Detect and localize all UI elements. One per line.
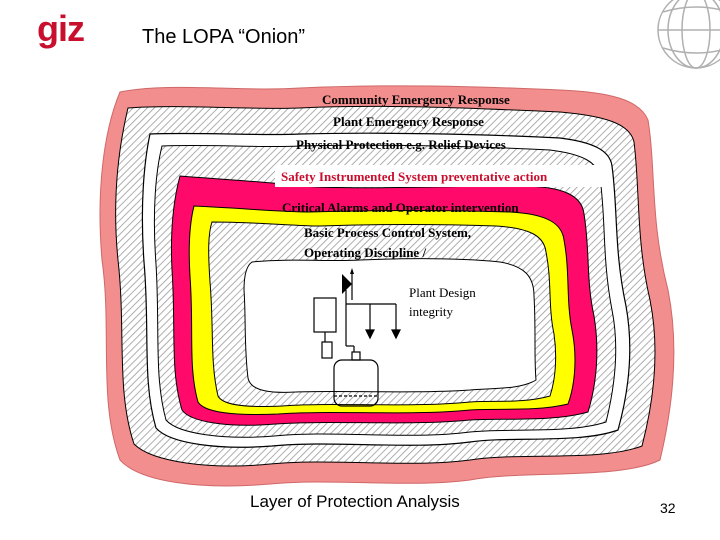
vessel-icon (333, 351, 379, 407)
label-plant-design-line2: integrity (409, 304, 454, 319)
label-bpcs-line2: Operating Discipline / (304, 245, 426, 260)
label-bpcs-line1: Basic Process Control System, (304, 225, 471, 240)
page-number: 32 (660, 500, 676, 516)
label-critical-alarms: Critical Alarms and Operator interventio… (282, 200, 519, 215)
label-physical-protection: Physical Protection e.g. Relief Devices (296, 137, 506, 152)
slide-title: The LOPA “Onion” (142, 26, 306, 48)
label-plant-design-line1: Plant Design (409, 285, 476, 300)
giz-logo: giz (37, 8, 85, 49)
label-plant-emergency: Plant Emergency Response (333, 114, 484, 129)
globe-icon (657, 0, 720, 69)
sis-label-box (275, 165, 611, 187)
label-community-emergency: Community Emergency Response (322, 92, 510, 107)
footer-caption: Layer of Protection Analysis (250, 492, 460, 511)
control-valve-icon (342, 268, 354, 300)
label-safety-instrumented: Safety Instrumented System preventative … (281, 169, 548, 184)
process-equipment (313, 290, 401, 407)
layer-plant-design-core (243, 258, 537, 393)
